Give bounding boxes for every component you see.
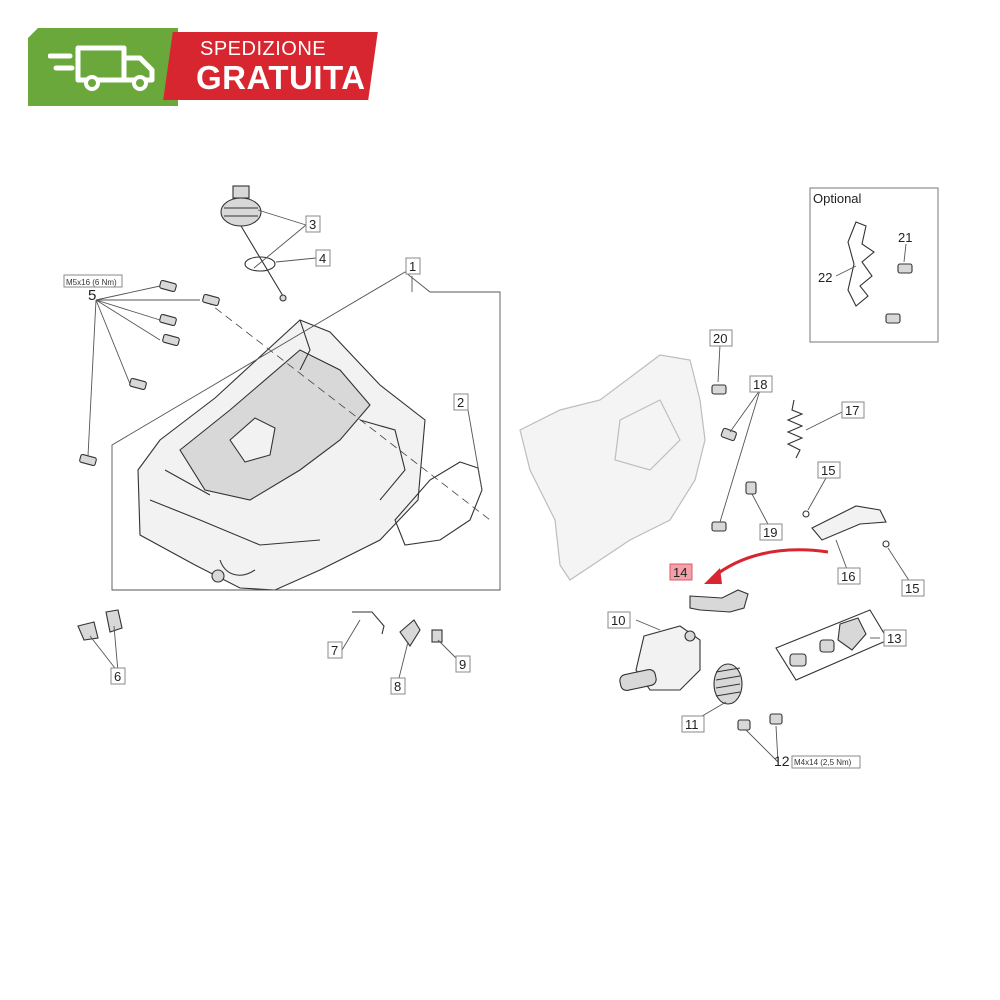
part-11-worm-gear — [713, 663, 743, 705]
callout-12: 12 — [774, 753, 790, 769]
part-20-screw — [711, 384, 727, 395]
part-22-chain-catcher — [847, 221, 875, 307]
callout-19: 19 — [763, 525, 777, 540]
callout-3: 3 — [309, 217, 316, 232]
leader-lines — [87, 209, 911, 763]
callout-10: 10 — [611, 613, 625, 628]
part-15-clip-b — [882, 540, 890, 548]
part-18-screw-b — [711, 521, 727, 532]
optional-label: Optional — [813, 191, 862, 206]
part-13-sleeve — [819, 639, 835, 653]
highlight-arrow — [711, 548, 829, 580]
part-5-screws — [79, 279, 220, 467]
optional-box — [809, 187, 939, 343]
part-9-screw — [431, 629, 443, 643]
part-15-clip — [802, 510, 810, 518]
callout-22: 22 — [818, 270, 832, 285]
callouts: 1 2 3 4 5 M5x16 (6 Nm) 6 7 8 9 10 11 12 … — [63, 215, 925, 769]
alignment-line — [204, 299, 491, 521]
callout-21: 21 — [898, 230, 912, 245]
part-13-loop — [837, 617, 867, 651]
part-21-screw — [897, 263, 913, 274]
callout-14-highlight — [669, 563, 693, 581]
free-shipping-banner: SPEDIZIONE GRATUITA — [28, 28, 378, 106]
torque-label-12: M4x14 (2,5 Nm) — [794, 758, 852, 767]
callout-2: 2 — [457, 395, 464, 410]
banner-line-1: SPEDIZIONE — [200, 38, 327, 60]
part-10-oil-pump — [619, 625, 701, 692]
callout-15-b: 15 — [905, 581, 919, 596]
callout-16: 16 — [841, 569, 855, 584]
part-7-wire-bracket — [352, 611, 385, 635]
callout-5: 5 — [88, 287, 96, 304]
speed-line — [346, 59, 372, 62]
part-4-o-ring — [244, 256, 276, 272]
callout-11: 11 — [685, 717, 699, 732]
banner-green-panel — [28, 28, 178, 106]
callout-9: 9 — [459, 657, 466, 672]
banner-line-2: GRATUITA — [196, 59, 366, 96]
callout-13: 13 — [887, 631, 901, 646]
callout-7: 7 — [331, 643, 338, 658]
part-16-lever — [811, 505, 887, 541]
part-8-plate — [399, 619, 421, 647]
part-12-screw-b — [769, 713, 783, 725]
part-12-screw — [737, 719, 751, 731]
part-17-spring — [786, 399, 804, 459]
callout-4: 4 — [319, 251, 326, 266]
part-14-oil-line — [689, 589, 749, 613]
part-18-screw — [720, 427, 737, 442]
delivery-truck-icon — [48, 45, 155, 91]
callout-1: 1 — [409, 259, 416, 274]
part-3-oil-cap — [220, 185, 287, 302]
torque-label-5: M5x16 (6 Nm) — [66, 278, 117, 287]
part-13-pin — [789, 653, 807, 667]
part-19-nut — [745, 481, 757, 495]
engine-housing-detail — [614, 399, 681, 471]
highlight-arrowhead — [704, 568, 722, 584]
engine-housing — [519, 354, 706, 581]
part-6-clips — [77, 609, 123, 641]
callout-20: 20 — [713, 331, 727, 346]
part-1-crankcase-cover — [137, 319, 426, 591]
callout-15: 15 — [821, 463, 835, 478]
callout-14: 14 — [673, 565, 687, 580]
callout-8: 8 — [394, 679, 401, 694]
callout-17: 17 — [845, 403, 859, 418]
callout-6: 6 — [114, 669, 121, 684]
part-21-screw-b — [885, 313, 901, 324]
speed-line — [328, 48, 358, 51]
callout-18: 18 — [753, 377, 767, 392]
